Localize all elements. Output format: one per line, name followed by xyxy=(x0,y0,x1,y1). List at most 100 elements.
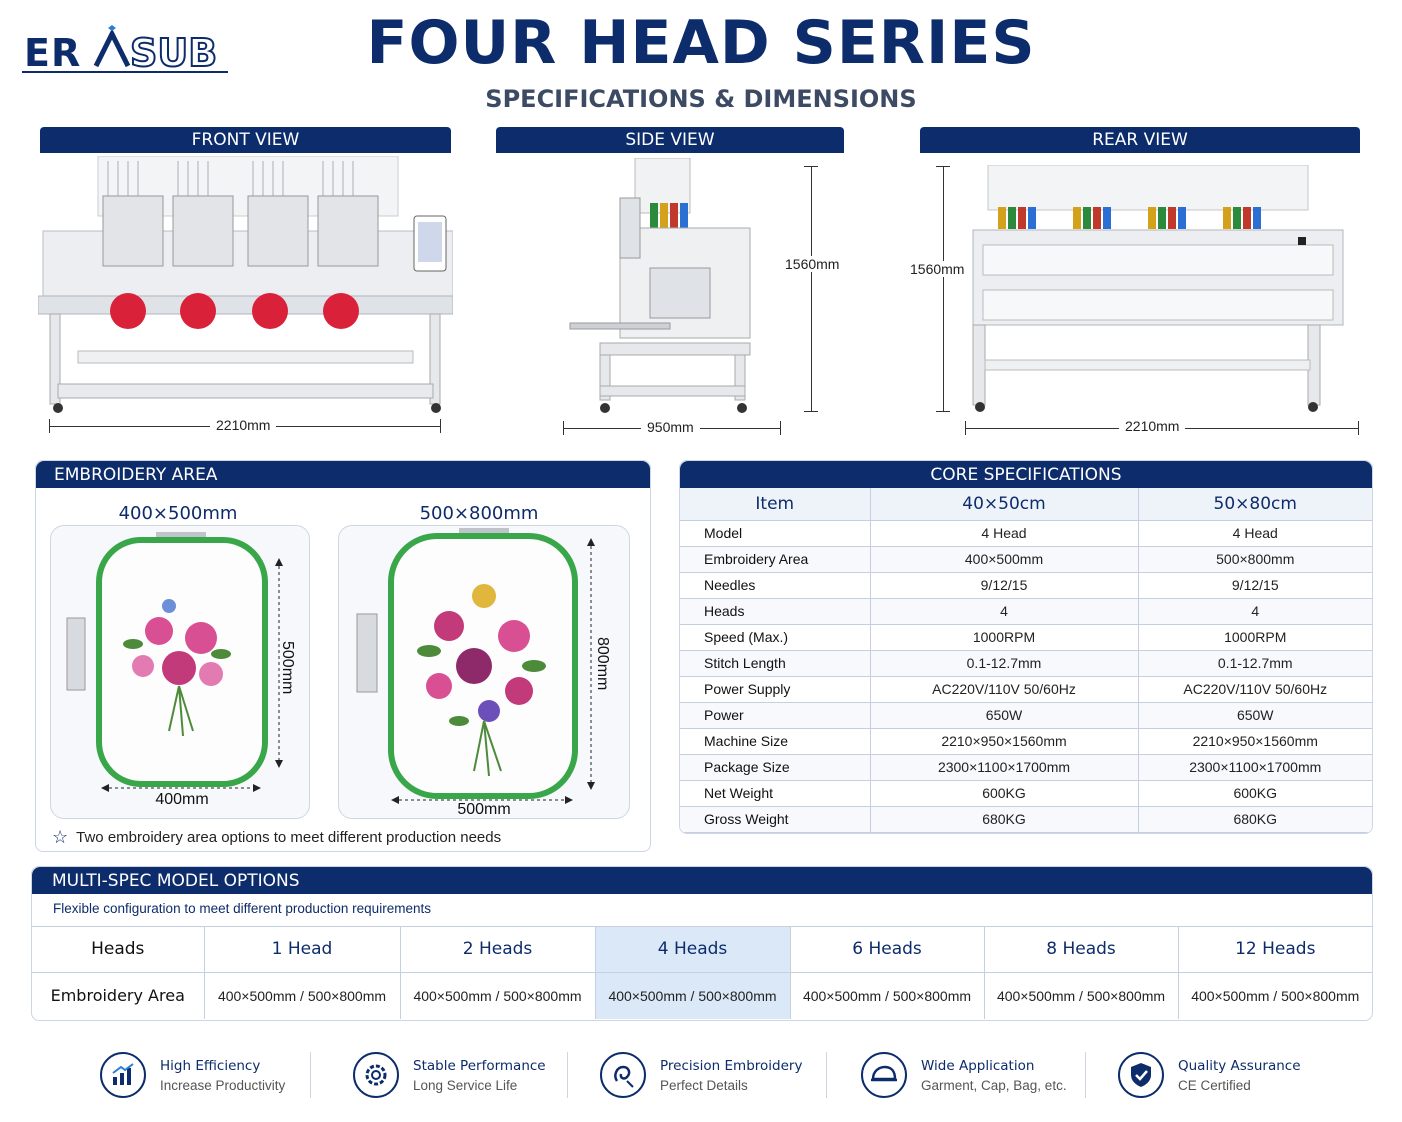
spec-value: AC220V/110V 50/60Hz xyxy=(1138,676,1372,703)
feature-divider xyxy=(567,1052,568,1098)
feature-title: High Efficiency xyxy=(160,1057,261,1074)
side-view-header: SIDE VIEW xyxy=(496,127,844,153)
feature-sub: Garment, Cap, Bag, etc. xyxy=(921,1077,1067,1093)
core-specs-col-40x50: 40×50cm xyxy=(870,488,1139,521)
multi-spec-heads-label: Heads xyxy=(32,927,205,973)
spec-value: 1000RPM xyxy=(1138,624,1372,651)
core-specs-col-item: Item xyxy=(680,488,871,521)
hoop-large-width-label: 500mm xyxy=(457,801,511,818)
multi-spec-head-option: 4 Heads xyxy=(595,927,791,973)
side-depth-label: 950mm xyxy=(641,419,700,435)
feature-sub: CE Certified xyxy=(1178,1077,1251,1093)
side-depth-tick-right xyxy=(780,421,781,435)
gear-icon xyxy=(353,1052,399,1098)
multi-spec-head-option: 8 Heads xyxy=(984,927,1179,973)
spec-value: 650W xyxy=(1138,702,1372,729)
side-height-label: 1560mm xyxy=(779,256,846,272)
rear-view-header: REAR VIEW xyxy=(920,127,1360,153)
shield-icon xyxy=(1118,1052,1164,1098)
svg-text:SUB: SUB xyxy=(130,31,217,74)
multi-spec-area-option: 400×500mm / 500×800mm xyxy=(595,972,791,1019)
feature-title: Precision Embroidery xyxy=(660,1057,803,1074)
side-height-dimension-line xyxy=(811,166,812,412)
spec-item-label: Needles xyxy=(680,572,871,599)
spec-item-label: Embroidery Area xyxy=(680,546,871,573)
feature-sub: Increase Productivity xyxy=(160,1077,286,1093)
embroidery-area-title: EMBROIDERY AREA xyxy=(36,461,650,488)
spec-value: 4 Head xyxy=(1138,520,1372,547)
multi-spec-area-option: 400×500mm / 500×800mm xyxy=(790,972,985,1019)
core-specs-panel: CORE SPECIFICATIONS Item 40×50cm 50×80cm… xyxy=(679,460,1373,834)
multi-spec-area-option: 400×500mm / 500×800mm xyxy=(400,972,596,1019)
page-subtitle: SPECIFICATIONS & DIMENSIONS xyxy=(485,85,917,113)
spec-value: 500×800mm xyxy=(1138,546,1372,573)
spec-item-label: Net Weight xyxy=(680,780,871,807)
spec-value: 0.1-12.7mm xyxy=(1138,650,1372,677)
multi-spec-title: MULTI-SPEC MODEL OPTIONS xyxy=(32,867,1372,894)
hoop-small-width-label: 400mm xyxy=(155,791,209,808)
embroidery-area-panel: EMBROIDERY AREA 400×500mm xyxy=(35,460,651,852)
feature-divider xyxy=(1085,1052,1086,1098)
star-icon: ☆ xyxy=(52,827,69,847)
multi-spec-panel: MULTI-SPEC MODEL OPTIONS Flexible config… xyxy=(31,866,1373,1021)
multi-spec-head-option: 12 Heads xyxy=(1178,927,1372,973)
side-height-tick-bottom xyxy=(804,411,818,412)
rear-width-label: 2210mm xyxy=(1119,418,1186,434)
thread-icon xyxy=(600,1052,646,1098)
svg-text:ER: ER xyxy=(24,31,81,74)
core-specs-header-row: Item 40×50cm 50×80cm xyxy=(680,488,1372,521)
feature-quality-assurance: Quality Assurance CE Certified xyxy=(1118,1052,1318,1098)
rear-view-machine-image xyxy=(968,164,1350,413)
multi-spec-area-option: 400×500mm / 500×800mm xyxy=(1191,987,1360,1004)
multi-spec-head-option: 1 Head xyxy=(204,927,401,973)
spec-item-label: Machine Size xyxy=(680,728,871,755)
spec-value: 2300×1100×1700mm xyxy=(1138,754,1372,781)
spec-item-label: Package Size xyxy=(680,754,871,781)
front-width-label: 2210mm xyxy=(210,417,277,433)
hoop-small-height-label-wrap: 500mm xyxy=(266,633,316,703)
feature-title: Wide Application xyxy=(921,1057,1035,1074)
rear-height-label: 1560mm xyxy=(904,261,971,277)
page-title: FOUR HEAD SERIES xyxy=(366,8,1036,78)
multi-spec-subtitle: Flexible configuration to meet different… xyxy=(32,894,1372,927)
spec-value: 600KG xyxy=(1138,780,1372,807)
spec-value: 9/12/15 xyxy=(870,572,1139,599)
spec-value: 1000RPM xyxy=(870,624,1139,651)
embroidery-note: ☆ Two embroidery area options to meet di… xyxy=(52,827,501,848)
multi-spec-head-option: 2 Heads xyxy=(400,927,596,973)
core-specs-title: CORE SPECIFICATIONS xyxy=(680,461,1372,488)
spec-value: 4 xyxy=(870,598,1139,625)
spec-value: 9/12/15 xyxy=(1138,572,1372,599)
feature-sub: Perfect Details xyxy=(660,1077,748,1093)
multi-spec-area-option: 400×500mm / 500×800mm xyxy=(204,972,401,1019)
spec-value: 680KG xyxy=(870,806,1139,833)
rear-width-tick-right xyxy=(1358,421,1359,435)
front-view-header: FRONT VIEW xyxy=(40,127,451,153)
spec-item-label: Power Supply xyxy=(680,676,871,703)
multi-spec-head-option: 6 Heads xyxy=(790,927,985,973)
core-specs-col-50x80: 50×80cm xyxy=(1138,488,1372,521)
rear-height-tick-bottom xyxy=(936,411,950,412)
spec-value: AC220V/110V 50/60Hz xyxy=(870,676,1139,703)
feature-title: Quality Assurance xyxy=(1178,1057,1301,1074)
feature-divider xyxy=(310,1052,311,1098)
spec-value: 2210×950×1560mm xyxy=(870,728,1139,755)
spec-value: 600KG xyxy=(870,780,1139,807)
